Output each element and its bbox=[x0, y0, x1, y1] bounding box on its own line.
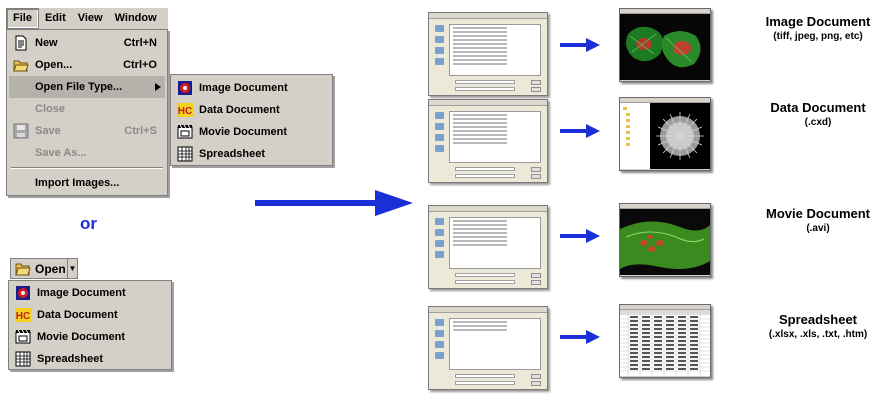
result-formats: (tiff, jpeg, png, etc) bbox=[773, 31, 863, 42]
menu-item-label: Image Document bbox=[37, 287, 126, 299]
arrow-right-icon bbox=[560, 330, 600, 344]
arrow-right-icon bbox=[560, 124, 600, 138]
submenu-arrow-icon bbox=[155, 83, 161, 91]
menu-item-close[interactable]: Close bbox=[9, 98, 165, 120]
open-dialog-thumbnail bbox=[428, 205, 548, 289]
file-menu: New Ctrl+N Open... Ctrl+O Open File Type… bbox=[6, 29, 168, 196]
submenu-item-spreadsheet[interactable]: Spreadsheet bbox=[173, 143, 330, 165]
submenu-item-image-document[interactable]: Image Document bbox=[173, 77, 330, 99]
menu-item-label: Spreadsheet bbox=[37, 353, 104, 365]
menu-item-label: Open... bbox=[35, 59, 73, 71]
movie-document-preview bbox=[619, 203, 711, 277]
image-document-preview bbox=[619, 8, 711, 82]
document-icon bbox=[15, 35, 27, 51]
data-document-icon: HC bbox=[177, 103, 193, 117]
menu-item-open-file-type[interactable]: Open File Type... bbox=[9, 76, 165, 98]
menu-item-open[interactable]: Open... Ctrl+O bbox=[9, 54, 165, 76]
tissue-movie-frame bbox=[620, 209, 710, 275]
svg-text:HC: HC bbox=[178, 106, 192, 117]
menu-item-label: Import Images... bbox=[35, 177, 120, 189]
spreadsheet-icon bbox=[177, 146, 193, 162]
open-dialog-thumbnail bbox=[428, 99, 548, 183]
menu-bar: File Edit View Window bbox=[6, 8, 168, 29]
result-data-document: Data Document (.cxd) bbox=[748, 100, 888, 128]
open-split-button[interactable]: Open ▼ bbox=[10, 258, 78, 279]
spreadsheet-preview bbox=[619, 304, 711, 378]
movie-document-icon bbox=[177, 124, 193, 139]
result-image-document: Image Document (tiff, jpeg, png, etc) bbox=[748, 14, 888, 42]
dropdown-item-spreadsheet[interactable]: Spreadsheet bbox=[11, 348, 169, 370]
menu-item-label: Close bbox=[35, 103, 65, 115]
open-dropdown-menu: Image Document HC Data Document Movie Do… bbox=[8, 280, 172, 370]
menu-item-label: Save As... bbox=[35, 147, 87, 159]
or-label: or bbox=[80, 214, 97, 233]
menu-view[interactable]: View bbox=[77, 12, 103, 24]
dropdown-item-data-document[interactable]: HC Data Document bbox=[11, 304, 169, 326]
result-title: Spreadsheet bbox=[778, 312, 858, 327]
big-arrow-right-icon bbox=[255, 190, 413, 216]
movie-document-icon bbox=[15, 329, 31, 344]
result-formats: (.xlsx, .xls, .txt, .htm) bbox=[768, 329, 868, 340]
radial-cell-image bbox=[620, 103, 710, 169]
floppy-disk-icon bbox=[13, 123, 29, 139]
result-movie-document: Movie Document (.avi) bbox=[748, 206, 888, 234]
menu-item-label: Open File Type... bbox=[35, 81, 123, 93]
menu-item-label: Data Document bbox=[37, 309, 118, 321]
svg-text:HC: HC bbox=[16, 311, 30, 322]
menu-file[interactable]: File bbox=[6, 8, 39, 29]
folder-open-icon bbox=[13, 60, 29, 72]
shortcut-label: Ctrl+O bbox=[123, 59, 157, 71]
menu-item-label: New bbox=[35, 37, 58, 49]
menu-separator bbox=[11, 167, 163, 169]
shortcut-label: Ctrl+N bbox=[123, 37, 157, 49]
open-dialog-thumbnail bbox=[428, 306, 548, 390]
result-spreadsheet: Spreadsheet (.xlsx, .xls, .txt, .htm) bbox=[748, 312, 888, 340]
chevron-down-icon[interactable]: ▼ bbox=[67, 259, 77, 278]
submenu-item-movie-document[interactable]: Movie Document bbox=[173, 121, 330, 143]
menu-edit[interactable]: Edit bbox=[44, 12, 66, 24]
image-document-icon bbox=[16, 286, 30, 300]
spreadsheet-grid bbox=[620, 310, 710, 376]
menu-item-save-as[interactable]: Save As... bbox=[9, 142, 165, 164]
open-file-type-submenu: Image Document HC Data Document Movie Do… bbox=[170, 74, 333, 166]
result-formats: (.cxd) bbox=[804, 117, 832, 128]
shortcut-label: Ctrl+S bbox=[124, 125, 157, 137]
submenu-item-data-document[interactable]: HC Data Document bbox=[173, 99, 330, 121]
menu-item-save[interactable]: Save Ctrl+S bbox=[9, 120, 165, 142]
arrow-right-icon bbox=[560, 229, 600, 243]
spreadsheet-icon bbox=[15, 351, 31, 367]
result-title: Data Document bbox=[770, 100, 866, 115]
fluorescence-image bbox=[620, 14, 710, 80]
data-document-preview bbox=[619, 97, 711, 171]
open-dialog-thumbnail bbox=[428, 12, 548, 96]
menu-item-new[interactable]: New Ctrl+N bbox=[9, 32, 165, 54]
menu-item-import-images[interactable]: Import Images... bbox=[9, 172, 165, 194]
menu-item-label: Movie Document bbox=[199, 126, 288, 138]
dropdown-item-image-document[interactable]: Image Document bbox=[11, 282, 169, 304]
folder-open-icon bbox=[15, 263, 31, 275]
menu-item-label: Spreadsheet bbox=[199, 148, 266, 160]
menu-item-label: Data Document bbox=[199, 104, 280, 116]
menu-window[interactable]: Window bbox=[114, 12, 157, 24]
menu-item-label: Save bbox=[35, 125, 61, 137]
menu-item-label: Image Document bbox=[199, 82, 288, 94]
dropdown-item-movie-document[interactable]: Movie Document bbox=[11, 326, 169, 348]
arrow-right-icon bbox=[560, 38, 600, 52]
data-document-icon: HC bbox=[15, 308, 31, 322]
result-title: Movie Document bbox=[765, 206, 870, 221]
menu-item-label: Movie Document bbox=[37, 331, 126, 343]
result-formats: (.avi) bbox=[806, 223, 830, 234]
open-button-label: Open bbox=[35, 261, 66, 276]
image-document-icon bbox=[178, 81, 192, 95]
result-title: Image Document bbox=[765, 14, 871, 29]
